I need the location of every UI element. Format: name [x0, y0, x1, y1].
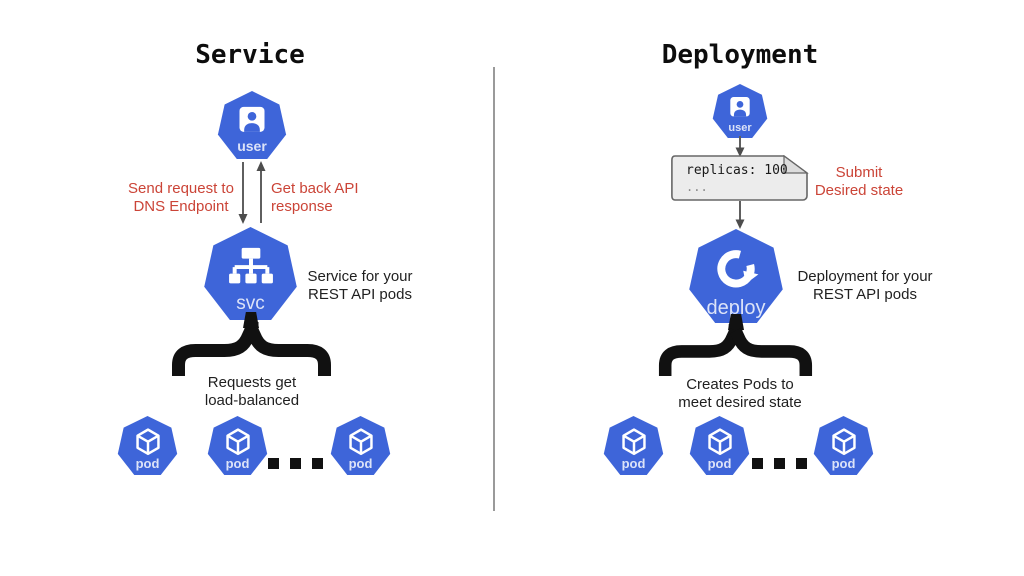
ellipsis-dot [752, 458, 763, 469]
divider [493, 67, 495, 511]
cube-icon [707, 428, 732, 456]
deploy-icon: deploy [689, 229, 783, 323]
pod-icon: pod [689, 416, 750, 475]
pod-icon: pod [207, 416, 268, 475]
ellipsis-dot [774, 458, 785, 469]
person-icon [239, 106, 265, 132]
service-tree-icon [228, 247, 273, 284]
person-icon [730, 96, 750, 117]
svc-caption: Service for your REST API pods [307, 268, 413, 303]
manifest-note [671, 155, 809, 201]
deploy-caption: Deployment for your REST API pods [797, 268, 933, 303]
pod-icon-label: pod [831, 456, 856, 471]
cube-icon [348, 428, 373, 456]
manifest-line1: replicas: 100 [686, 163, 788, 178]
deployment-title: Deployment [661, 40, 819, 70]
cube-icon [621, 428, 646, 456]
ellipsis-dot [290, 458, 301, 469]
deploy-icon-label: deploy [706, 297, 766, 319]
cube-icon [135, 428, 160, 456]
pod-icon: pod [813, 416, 874, 475]
svc-icon-label: svc [236, 293, 265, 314]
submit-desired-state-label: Submit Desired state [814, 164, 904, 199]
response-arrow-up [256, 161, 266, 223]
pod-icon-label: pod [348, 456, 373, 471]
rotate-arrow-icon [717, 250, 759, 288]
create-pods-caption: Creates Pods to meet desired state [678, 376, 802, 411]
send-request-label: Send request to DNS Endpoint [128, 180, 234, 215]
load-balance-caption: Requests get load-balanced [204, 374, 300, 409]
pod-icon: pod [330, 416, 391, 475]
cube-icon [831, 428, 856, 456]
load-balance-brace [172, 322, 331, 376]
pod-icon: pod [117, 416, 178, 475]
user-icon-label: user [728, 122, 752, 134]
pod-icon-label: pod [135, 456, 160, 471]
user-icon: user [712, 84, 768, 138]
manifest-line2: ... [686, 180, 708, 194]
pod-icon-label: pod [707, 456, 732, 471]
create-pods-brace [658, 324, 813, 376]
ellipsis-dot [268, 458, 279, 469]
cube-icon [225, 428, 250, 456]
request-arrow-down [238, 162, 248, 224]
pod-icon: pod [603, 416, 664, 475]
service-title: Service [195, 40, 305, 70]
svc-icon: svc [204, 227, 297, 320]
ellipsis-dot [796, 458, 807, 469]
user-icon: user [217, 91, 287, 159]
to-deploy-arrow [735, 201, 745, 229]
pod-icon-label: pod [225, 456, 250, 471]
user-icon-label: user [237, 138, 267, 154]
submit-arrow [735, 136, 745, 157]
ellipsis-dot [312, 458, 323, 469]
pod-icon-label: pod [621, 456, 646, 471]
get-response-label: Get back API response [271, 180, 359, 215]
